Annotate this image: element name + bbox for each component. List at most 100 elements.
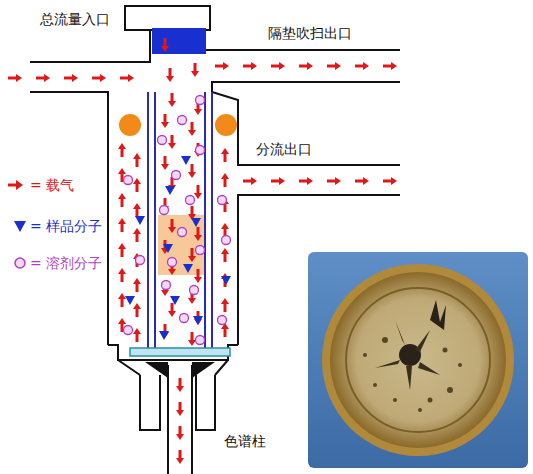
gas-arrow [171,219,174,227]
gas-arrow [299,65,307,68]
gas-arrow [168,311,176,317]
solvent-molecule [172,171,181,180]
gas-arrow [335,177,341,185]
o-ring [215,114,237,136]
gas-arrow [120,77,128,80]
gas-arrow [188,298,196,304]
gas-arrow [221,173,229,179]
solvent-molecule [124,326,133,335]
sample-molecule [125,296,135,305]
gas-arrow [191,248,194,256]
gas-arrow [121,224,124,232]
gas-arrow [383,65,391,68]
gas-arrow [168,227,176,233]
gas-arrow [133,203,141,209]
gas-arrow [179,450,182,458]
solvent-molecule [218,196,227,205]
sample-molecule [170,296,180,305]
gas-arrow [355,65,363,68]
gas-arrow [133,328,141,334]
gas-arrow [128,74,134,82]
gas-arrow [224,304,227,312]
gas-arrow [271,180,279,183]
gas-arrow [133,278,141,284]
gas-arrow [44,74,50,82]
gas-arrow [164,38,167,46]
gas-arrow [166,76,174,82]
o-ring [119,114,141,136]
sample-molecule [191,218,201,227]
sample-molecule [159,331,169,340]
gas-arrow [168,269,176,275]
solvent-molecule [196,146,205,155]
gas-arrow [243,180,251,183]
gas-arrow [161,46,169,52]
gas-arrow [221,223,229,229]
gas-arrow [136,184,139,192]
gas-arrow [171,303,174,311]
gas-arrow [188,130,196,136]
gas-arrow [72,74,78,82]
gas-arrow [223,62,229,70]
gas-arrow [188,172,196,178]
gas-arrow [221,148,229,154]
gas-arrow [391,177,397,185]
legend-text: = 溶剂分子 [30,254,102,272]
gas-arrow [8,77,16,80]
gas-arrow [176,434,184,440]
gas-arrow [133,303,141,309]
gas-arrow [197,269,200,277]
gas-arrow [307,62,313,70]
gas-arrow [194,109,202,115]
gas-arrow [121,149,124,157]
solvent-molecule [196,336,205,345]
liner [148,92,212,350]
legend-samples [8,180,26,268]
gas-arrow [243,65,251,68]
solvent-molecule [124,176,133,185]
sample-molecule [221,276,231,285]
gas-arrow [118,193,126,199]
gas-arrow [118,218,126,224]
gas-arrow [191,122,194,130]
gas-arrow [363,177,369,185]
solvent-molecule [218,316,227,325]
solvent-molecule [160,206,169,215]
sample-molecule [183,264,193,273]
sample-molecule [181,156,191,165]
gas-arrow [161,290,169,296]
gas-arrow [194,63,197,71]
gas-arrow [279,62,285,70]
gas-arrow [118,318,126,324]
gas-arrow [168,101,176,107]
gas-arrow [118,243,126,249]
gas-arrow [188,340,196,346]
solvent-molecule [162,281,171,290]
gas-arrow [121,199,124,207]
gas-arrow [327,65,335,68]
gas-arrow [16,74,22,82]
split-label: 分流出口 [256,140,312,158]
gas-arrow [136,159,139,167]
gas-arrow [92,77,100,80]
gas-arrow [224,179,227,187]
gas-arrow [176,410,184,416]
gas-arrow [191,332,194,340]
gas-arrow [133,178,141,184]
gas-arrow [363,62,369,70]
solvent-molecule [196,246,205,255]
gas-arrow [161,164,169,170]
gas-arrow [355,180,363,183]
gas-arrow [168,143,176,149]
gas-arrow [221,298,229,304]
solvent-molecule [196,96,205,105]
gas-arrow [191,164,194,172]
septum [152,28,206,54]
solvent-molecule [168,258,177,267]
legend-text: = 载气 [30,176,74,194]
gas-arrow [224,329,227,337]
gas-arrow [179,402,182,410]
sample-molecule [135,216,145,225]
gas-arrow [307,177,313,185]
